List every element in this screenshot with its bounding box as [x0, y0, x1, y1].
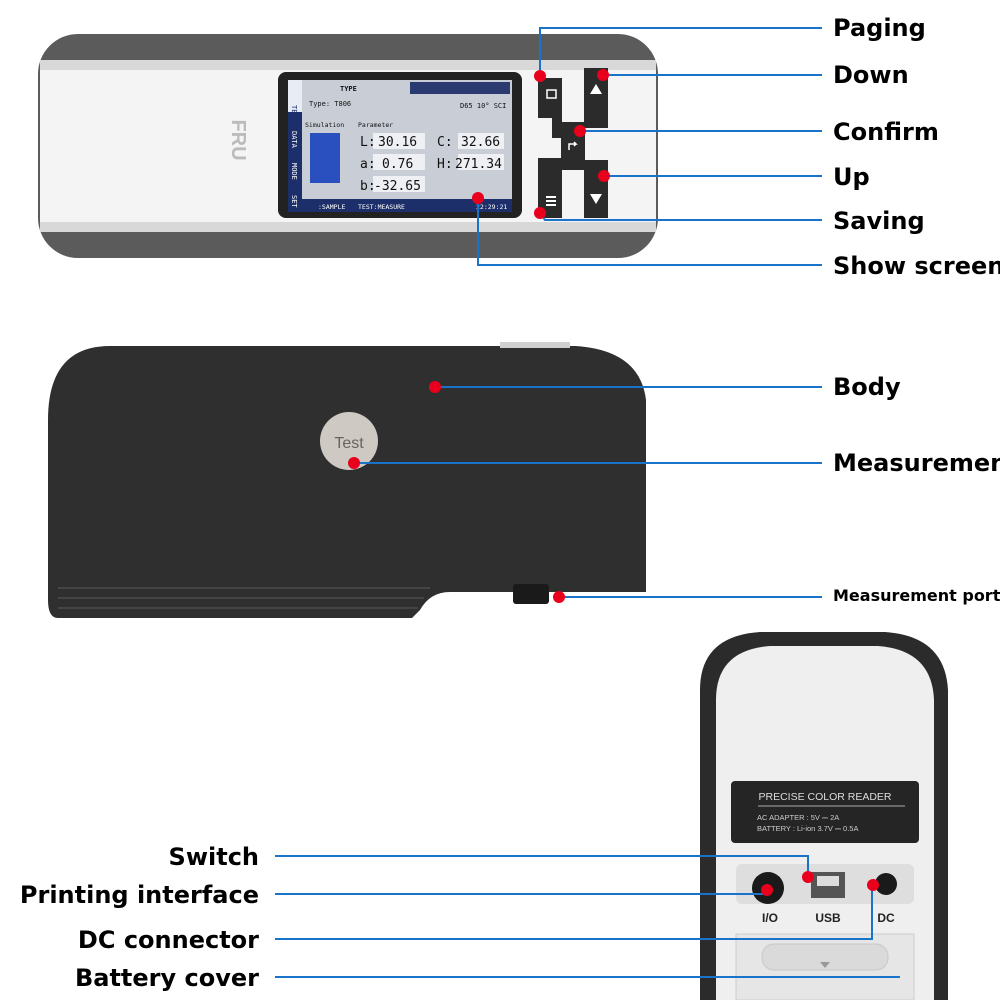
device-top-view: FRU TEST DATA MODE SET TYPE Type: T806 D… — [38, 34, 658, 258]
screen-illuminant: D65 10° SCI — [460, 102, 506, 110]
screen-parameter-label: Parameter — [358, 121, 393, 129]
label-paging: Paging — [833, 14, 926, 42]
label-switch: Switch — [168, 843, 259, 871]
screen-tab-test: TEST — [290, 105, 298, 123]
label-dc-connector: DC connector — [77, 926, 259, 954]
label-confirm: Confirm — [833, 118, 939, 146]
screen-time: 22:29:21 — [476, 203, 507, 211]
screen-b-label: b: — [360, 179, 376, 194]
screen-type: Type: T806 — [309, 100, 351, 108]
screen-tab-mode: MODE — [290, 163, 298, 180]
paging-icon — [546, 89, 557, 99]
label-down: Down — [833, 61, 909, 89]
spec-battery: BATTERY : Li-ion 3.7V ⎓ 0.5A — [757, 824, 858, 833]
screen-b-value: -32.65 — [374, 179, 421, 194]
screen-header: TYPE — [340, 85, 357, 93]
screen-C-label: C: — [437, 135, 453, 150]
screen-C-value: 32.66 — [461, 135, 500, 150]
spec-adapter: AC ADAPTER : 5V ⎓ 2A — [757, 813, 839, 822]
down-arrow-icon — [590, 194, 602, 204]
leader-lines — [275, 27, 900, 978]
dc-port[interactable] — [875, 873, 897, 895]
screen-H-value: 271.34 — [455, 157, 502, 172]
label-battery-cover: Battery cover — [74, 964, 259, 992]
spec-plate-title: PRECISE COLOR READER — [758, 791, 891, 803]
dc-label: DC — [877, 911, 895, 925]
confirm-arrow-icon — [568, 141, 578, 150]
label-show-screen: Show screen — [833, 252, 1000, 280]
screen-a-value: 0.76 — [382, 157, 413, 172]
screen-L-value: 30.16 — [378, 135, 417, 150]
screen-footer-measure: TEST:MEASURE — [358, 203, 405, 211]
label-saving: Saving — [833, 207, 925, 235]
label-printing-interface: Printing interface — [19, 881, 259, 909]
screen-simulation-label: Simulation — [305, 121, 344, 129]
device-side-view: Test — [48, 342, 646, 618]
simulation-color-swatch — [310, 133, 340, 183]
brand-logo: FRU — [227, 119, 249, 160]
label-measurement-port: Measurement port — [833, 586, 1000, 605]
screen-L-label: L: — [360, 135, 376, 150]
down-button[interactable] — [584, 68, 608, 128]
label-measurement: Measurement — [833, 449, 1000, 477]
menu-icon — [546, 196, 556, 198]
test-button[interactable] — [320, 412, 378, 470]
spec-plate — [731, 781, 919, 843]
up-button[interactable] — [584, 160, 608, 218]
usb-label: USB — [815, 911, 841, 925]
screen-footer-sample: :SAMPLE — [318, 203, 345, 211]
up-arrow-icon — [590, 84, 602, 94]
device-back-view: PRECISE COLOR READER AC ADAPTER : 5V ⎓ 2… — [700, 632, 948, 1000]
measurement-port — [513, 584, 549, 604]
screen-a-label: a: — [360, 157, 376, 172]
screen-H-label: H: — [437, 157, 453, 172]
label-up: Up — [833, 163, 870, 191]
label-body: Body — [833, 373, 901, 401]
test-button-label: Test — [334, 435, 364, 452]
screen-tab-set: SET — [290, 195, 298, 208]
screen-tab-data: DATA — [290, 131, 298, 149]
callout-dots — [348, 69, 879, 896]
saving-button[interactable] — [538, 158, 562, 218]
io-label: I/O — [762, 911, 778, 925]
